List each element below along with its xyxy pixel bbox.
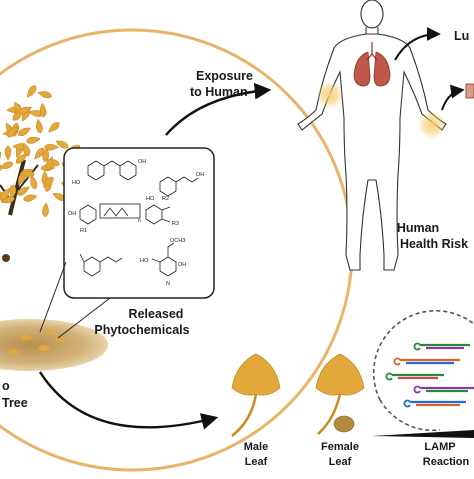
ginkgo-leaf xyxy=(0,159,2,171)
male-label-line1: Male xyxy=(244,441,268,453)
chem-label-r3: R3 xyxy=(172,221,179,227)
exposure-label-line1: Exposure xyxy=(196,69,253,83)
dna-loop xyxy=(413,342,421,351)
structure-pyridoxine xyxy=(151,242,177,277)
released-label-line1: Released xyxy=(129,307,184,321)
dna-loop xyxy=(413,385,421,394)
ginkgo-leaf xyxy=(0,161,14,169)
chem-label-oh: OH xyxy=(138,159,146,165)
callout-line-left xyxy=(39,261,67,333)
male-label-line2: Leaf xyxy=(245,456,268,468)
dna-loop xyxy=(403,399,411,408)
structure-ginkgolic xyxy=(79,203,171,225)
lamp-label-line1: LAMP xyxy=(424,441,455,453)
chem-label-ho: HO xyxy=(72,180,81,186)
chem-label-n: n xyxy=(138,218,141,224)
chem-label-n-2: N xyxy=(166,281,170,287)
chem-label-r1: R1 xyxy=(80,228,87,234)
ginkgo-leaf xyxy=(0,187,10,201)
male-leaf-icon xyxy=(231,353,281,437)
human-label-line1: Human xyxy=(397,221,439,235)
dna-loop xyxy=(393,357,401,366)
ginkgo-leaf xyxy=(7,125,18,138)
exposure-label-line2: to Human xyxy=(190,85,248,99)
female-label-line1: Female xyxy=(321,441,359,453)
ginkgo-leaf xyxy=(9,184,17,200)
ginkgo-leaf xyxy=(42,202,49,218)
ginkgo-leaf xyxy=(15,153,28,164)
released-label-line2: Phytochemicals xyxy=(94,323,189,337)
chem-label-oh-3: OH xyxy=(68,211,76,217)
ginkgo-leaf xyxy=(30,175,38,190)
chem-label-och3: OCH3 xyxy=(170,238,185,244)
human-label-line2: Health Risk xyxy=(400,237,468,251)
tree-label-line2: Tree xyxy=(2,396,28,410)
lung-label: Lu xyxy=(454,29,469,43)
chem-label-oh-4: OH xyxy=(178,262,186,268)
ginkgo-leaf xyxy=(17,127,31,137)
arrow-to-lung xyxy=(394,27,441,61)
ginkgo-leaf xyxy=(22,142,31,157)
chem-label-ho-3: HO xyxy=(140,258,149,264)
chem-label-ho-2: HO xyxy=(146,196,155,202)
skin-icon xyxy=(465,83,474,99)
ginkgo-leaf xyxy=(34,147,45,160)
ginkgo-leaf xyxy=(17,186,30,196)
ginkgo-leaf xyxy=(19,170,35,178)
ginkgo-leaf xyxy=(55,140,69,149)
ginkgo-leaf xyxy=(26,136,41,144)
ginkgo-tree xyxy=(0,85,81,218)
ginkgo-leaf xyxy=(18,106,33,115)
female-leaf-icon xyxy=(315,353,365,435)
dna-loop xyxy=(385,372,393,381)
female-label-line2: Leaf xyxy=(329,456,352,468)
sampling-arrow xyxy=(38,371,219,430)
arrow-to-skin xyxy=(441,84,465,111)
exposure-arrow xyxy=(165,82,272,136)
ginkgo-leaf xyxy=(0,151,2,165)
chem-label-r2: R2 xyxy=(162,196,169,202)
wedge-line xyxy=(372,430,474,438)
structure-stilbene xyxy=(87,160,137,181)
fallen-seed xyxy=(2,254,10,262)
ginkgo-leaf xyxy=(39,102,47,118)
exposure-glow-hand xyxy=(418,111,446,139)
ginkgo-leaf xyxy=(44,143,60,151)
exposure-glow-shoulder xyxy=(316,81,344,109)
tree-label-line1: o xyxy=(2,379,10,393)
lamp-label-line2: Reaction xyxy=(423,456,470,468)
ginkgo-leaf xyxy=(27,85,37,98)
fallen-leaves xyxy=(8,329,66,355)
ginkgo-leaf xyxy=(37,91,52,99)
ginkgo-leaf xyxy=(48,122,60,133)
structure-ferulic xyxy=(79,253,123,277)
callout-line-right xyxy=(57,297,111,339)
ginkgo-leaf xyxy=(45,156,54,171)
lungs-icon xyxy=(353,42,391,87)
phytochemical-structures-panel: OH HO OH HO OH R1 R2 R3 n xyxy=(63,147,215,299)
chem-label-oh-2: OH xyxy=(196,172,204,178)
ginkgo-leaf xyxy=(4,145,12,161)
ginkgo-leaf xyxy=(42,176,54,188)
ginkgo-leaf xyxy=(36,118,43,134)
structure-coumaric xyxy=(159,176,199,197)
ginkgo-leaf xyxy=(23,194,38,202)
ground-ellipse xyxy=(0,319,108,371)
lamp-reaction-illustration xyxy=(372,310,474,432)
